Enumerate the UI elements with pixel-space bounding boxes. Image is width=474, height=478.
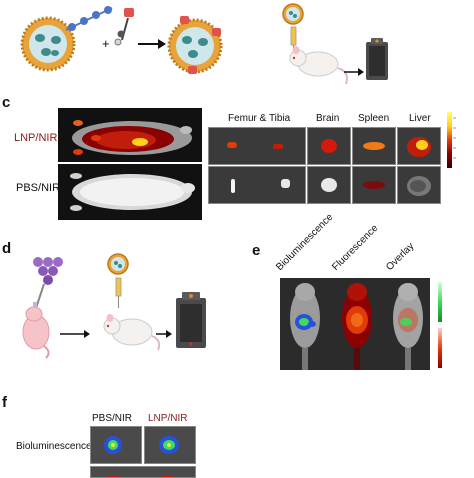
- arrow-right-icon: [344, 68, 364, 76]
- organ-image-liver-lnp: [397, 127, 441, 165]
- imaging-system-icon: [176, 292, 206, 348]
- organ-header-spleen: Spleen: [358, 113, 390, 124]
- neonatal-mouse-icon: [22, 306, 50, 359]
- organ-header-brain: Brain: [316, 113, 340, 124]
- top-schematic: +: [20, 3, 388, 85]
- cell-cluster-icon: [33, 257, 63, 285]
- svg-text:+: +: [102, 36, 110, 51]
- fluorescence-mouse-image: [334, 278, 380, 370]
- column-label-fluorescence: Fluorescence: [330, 222, 381, 273]
- arrow-right-icon: [60, 330, 90, 338]
- organ-image-liver-pbs: [397, 166, 441, 204]
- mrna-chain-icon: [65, 6, 113, 31]
- organ-image-brain-lnp: [307, 127, 351, 165]
- column-label-lnp-nir: LNP/NIR: [148, 413, 188, 424]
- pbs-nir-whole-body-image: [58, 164, 202, 220]
- injection-particle-icon: [282, 3, 304, 25]
- organ-header-liver: Liver: [409, 113, 431, 124]
- lnp-particle-icon: [20, 16, 76, 72]
- organ-image-femur-tibia-lnp: [208, 127, 306, 165]
- injection-particle-icon: [107, 253, 129, 275]
- fluorescence-image-row-partial: [90, 466, 196, 478]
- row-label-lnp-nir: LNP/NIR: [14, 132, 58, 144]
- arrow-right-icon: [138, 39, 166, 49]
- labeled-lnp-particle-icon: [167, 16, 223, 74]
- mouse-icon: [289, 46, 348, 85]
- bioluminescence-image-pbs-nir: [90, 426, 142, 464]
- organ-image-spleen-lnp: [352, 127, 396, 165]
- column-label-pbs-nir: PBS/NIR: [92, 413, 133, 424]
- panel-letter-e: e: [252, 242, 261, 259]
- mouse-icon: [103, 314, 161, 351]
- organ-image-spleen-pbs: [352, 166, 396, 204]
- panel-letter-f: f: [2, 394, 7, 411]
- panel-letter-c: c: [2, 94, 11, 111]
- bioluminescence-color-scale: [438, 282, 442, 322]
- row-label-bioluminescence: Bioluminescence: [16, 441, 92, 452]
- column-label-overlay: Overlay: [384, 240, 417, 273]
- bioluminescence-image-lnp-nir: [144, 426, 196, 464]
- column-label-bioluminescence: Bioluminescence: [274, 211, 336, 273]
- fluorescence-color-scale: [438, 328, 442, 368]
- row-label-pbs-nir: PBS/NIR: [16, 182, 61, 194]
- bioluminescence-mouse-image: [282, 278, 328, 370]
- overlay-mouse-image: [386, 278, 430, 370]
- organ-image-femur-tibia-pbs: [208, 166, 306, 204]
- syringe-icon: [115, 277, 122, 308]
- organ-image-brain-pbs: [307, 166, 351, 204]
- radiant-efficiency-color-scale: [447, 112, 452, 168]
- organ-header-femur-tibia: Femur & Tibia: [228, 113, 291, 124]
- lnp-nir-whole-body-image: [58, 108, 202, 162]
- panel-d-schematic: [22, 253, 206, 359]
- panel-letter-d: d: [2, 240, 12, 257]
- nir-dye-conjugate-icon: [114, 8, 134, 46]
- imaging-system-icon: [366, 38, 388, 80]
- arrow-right-icon: [156, 330, 172, 338]
- color-scale-ticks: [453, 114, 467, 168]
